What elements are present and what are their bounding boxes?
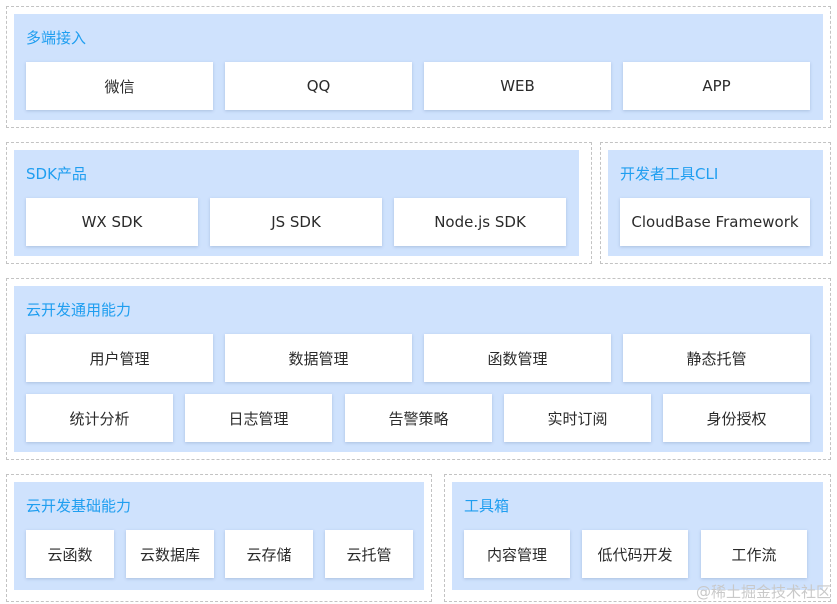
basic-capabilities-frame xyxy=(6,474,432,602)
multi-access-panel: 多端接入 微信 QQ WEB APP xyxy=(14,14,823,120)
multi-access-title: 多端接入 xyxy=(26,29,87,47)
realtime-subscription-box: 实时订阅 xyxy=(504,394,651,442)
dev-tools-cli-frame xyxy=(600,142,831,264)
cloud-storage-box: 云存储 xyxy=(225,530,313,578)
cloud-function-box: 云函数 xyxy=(26,530,114,578)
cloud-database-box: 云数据库 xyxy=(126,530,214,578)
web-box: WEB xyxy=(424,62,611,110)
statistics-box: 统计分析 xyxy=(26,394,173,442)
data-management-box: 数据管理 xyxy=(225,334,412,382)
general-capabilities-panel: 云开发通用能力 用户管理 数据管理 函数管理 静态托管 统计分析 日志管理 告警… xyxy=(14,286,823,452)
multi-access-frame xyxy=(6,6,831,128)
basic-capabilities-title: 云开发基础能力 xyxy=(26,497,132,515)
toolbox-panel: 工具箱 内容管理 低代码开发 工作流 xyxy=(452,482,823,590)
general-capabilities-title: 云开发通用能力 xyxy=(26,301,132,319)
cloudbase-framework-box: CloudBase Framework xyxy=(620,198,810,246)
log-management-box: 日志管理 xyxy=(185,394,332,442)
sdk-products-title: SDK产品 xyxy=(26,165,87,183)
wechat-box: 微信 xyxy=(26,62,213,110)
user-management-box: 用户管理 xyxy=(26,334,213,382)
function-management-box: 函数管理 xyxy=(424,334,611,382)
static-hosting-box: 静态托管 xyxy=(623,334,810,382)
cloud-hosting-box: 云托管 xyxy=(325,530,413,578)
alert-policy-box: 告警策略 xyxy=(345,394,492,442)
toolbox-title: 工具箱 xyxy=(464,497,510,515)
nodejs-sdk-box: Node.js SDK xyxy=(394,198,566,246)
dev-tools-cli-panel: 开发者工具CLI CloudBase Framework xyxy=(608,150,823,256)
basic-capabilities-panel: 云开发基础能力 云函数 云数据库 云存储 云托管 xyxy=(14,482,424,590)
toolbox-frame xyxy=(444,474,831,602)
app-box: APP xyxy=(623,62,810,110)
general-capabilities-frame xyxy=(6,278,831,460)
js-sdk-box: JS SDK xyxy=(210,198,382,246)
sdk-products-panel: SDK产品 WX SDK JS SDK Node.js SDK xyxy=(14,150,579,256)
wx-sdk-box: WX SDK xyxy=(26,198,198,246)
sdk-products-frame xyxy=(6,142,592,264)
qq-box: QQ xyxy=(225,62,412,110)
content-management-box: 内容管理 xyxy=(464,530,570,578)
dev-tools-cli-title: 开发者工具CLI xyxy=(620,165,719,183)
watermark-text: @稀土掘金技术社区 xyxy=(695,583,831,601)
identity-auth-box: 身份授权 xyxy=(663,394,810,442)
workflow-box: 工作流 xyxy=(701,530,807,578)
low-code-box: 低代码开发 xyxy=(582,530,688,578)
